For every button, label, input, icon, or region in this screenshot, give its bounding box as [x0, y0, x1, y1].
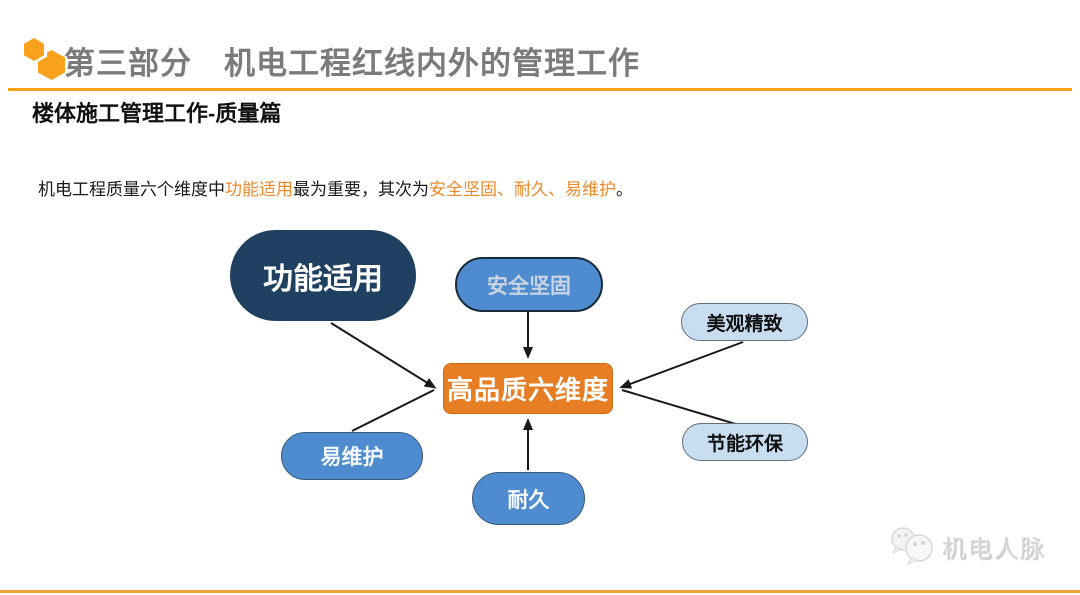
hexagon-small — [24, 38, 44, 61]
header-divider — [8, 88, 1072, 91]
intro-segment-highlight: 安全坚固、耐久、易维护 — [429, 180, 616, 199]
node-safety: 安全坚固 — [455, 257, 603, 312]
bottom-divider — [0, 590, 1080, 593]
node-durable: 耐久 — [472, 472, 585, 525]
intro-segment: 最为重要，其次为 — [293, 180, 429, 199]
node-eco: 节能环保 — [682, 423, 808, 461]
intro-text: 机电工程质量六个维度中功能适用最为重要，其次为安全坚固、耐久、易维护。 — [38, 175, 633, 200]
intro-segment: 机电工程质量六个维度中 — [38, 180, 225, 199]
node-center: 高品质六维度 — [443, 363, 613, 414]
intro-segment-highlight: 功能适用 — [225, 180, 293, 199]
slide-subtitle: 楼体施工管理工作-质量篇 — [32, 101, 282, 126]
node-maintainable: 易维护 — [281, 432, 423, 480]
node-aesthetic: 美观精致 — [681, 303, 808, 341]
section-title: 第三部分 机电工程红线内外的管理工作 — [64, 46, 640, 81]
watermark: 机电人脉 — [888, 525, 1046, 567]
wechat-logo-icon — [891, 527, 933, 566]
node-functional: 功能适用 — [230, 230, 416, 321]
watermark-text: 机电人脉 — [942, 535, 1046, 563]
intro-segment: 。 — [616, 180, 633, 199]
